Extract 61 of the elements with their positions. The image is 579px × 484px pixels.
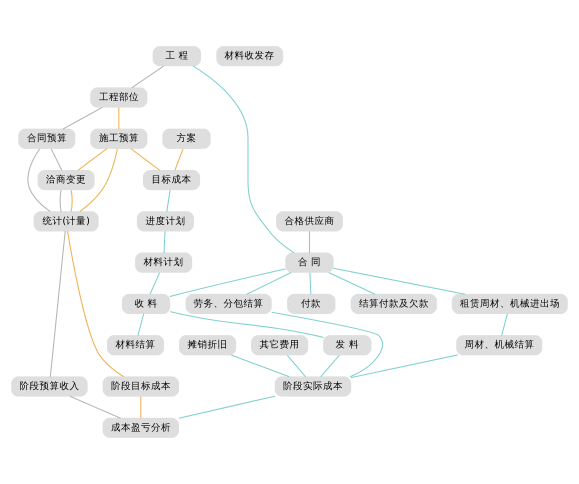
node-box: 收 料 (122, 294, 170, 314)
node-box: 目标成本 (143, 170, 200, 190)
node-box: 阶段预算收入 (11, 376, 88, 397)
node-box: 摊销折旧 (179, 335, 236, 356)
connector (246, 272, 292, 295)
connector (132, 66, 164, 88)
node-box: 成本盈亏分析 (102, 418, 180, 438)
connector (308, 231, 310, 253)
node-box: 合 同 (285, 252, 334, 273)
connector (27, 148, 51, 212)
node-box: 洽商变更 (38, 170, 95, 190)
node-box: 阶段目标成本 (102, 376, 180, 397)
node-box: 进度计划 (136, 211, 194, 232)
connector (231, 354, 290, 378)
connector (309, 272, 312, 294)
connector (350, 354, 458, 378)
node-box: 合同预算 (18, 128, 76, 149)
node-box: 发 料 (323, 335, 372, 356)
connector (67, 231, 124, 378)
connector (118, 108, 120, 130)
connector (78, 148, 108, 171)
connector (286, 354, 306, 378)
connector (70, 396, 121, 419)
connector (50, 148, 62, 171)
connector (50, 230, 66, 377)
connector (170, 268, 286, 298)
connector (333, 268, 466, 295)
node-box: 阶段实际成本 (274, 376, 352, 397)
node-box: 结算付款及欠款 (350, 294, 437, 314)
connector (501, 314, 508, 336)
connector (140, 396, 142, 418)
connector (130, 148, 160, 171)
connector (170, 311, 324, 338)
connector (174, 148, 184, 171)
connector (79, 148, 118, 212)
connector (328, 272, 376, 295)
connector (137, 314, 144, 336)
connector (62, 106, 103, 130)
node-box: 劳务、分包结算 (186, 294, 272, 314)
node-box: 工程部位 (90, 87, 148, 108)
node-box: 租赁周材、机械进出场 (452, 294, 568, 314)
connector (272, 312, 384, 378)
node-box: 施工预算 (90, 128, 148, 149)
node-box: 周材、机械结算 (456, 335, 542, 356)
connector (192, 66, 294, 254)
connector (70, 190, 73, 212)
node-box: 付款 (287, 294, 336, 314)
connector (60, 190, 62, 212)
connector (150, 272, 160, 294)
connector (320, 354, 340, 378)
node-box: 材料计划 (135, 252, 192, 273)
node-box: 材料结算 (106, 335, 164, 356)
node-box: 统计(计量) (34, 211, 99, 232)
node-box: 合格供应商 (276, 211, 343, 232)
connector (178, 396, 276, 419)
node-box: 方案 (162, 128, 211, 149)
node-box: 其它费用 (251, 335, 308, 356)
connector (164, 231, 166, 253)
connector (166, 190, 171, 212)
node-box: 工 程 (152, 46, 201, 66)
node-box: 材料收发存 (216, 46, 284, 66)
